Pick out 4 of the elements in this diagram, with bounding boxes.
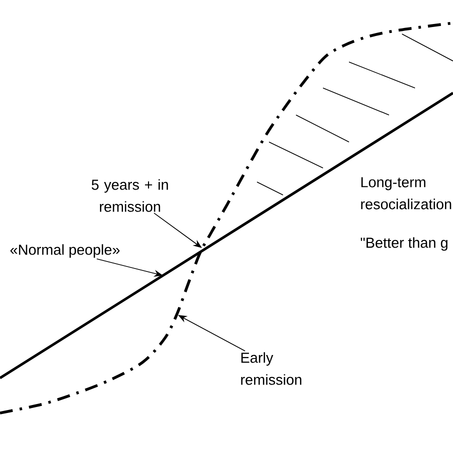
leader-arrow — [154, 212, 202, 248]
annotation-text: Long-term resocialization — [361, 177, 452, 210]
annotation-text: "Better than g — [360, 237, 448, 251]
dash-dot-curve — [0, 22, 453, 414]
